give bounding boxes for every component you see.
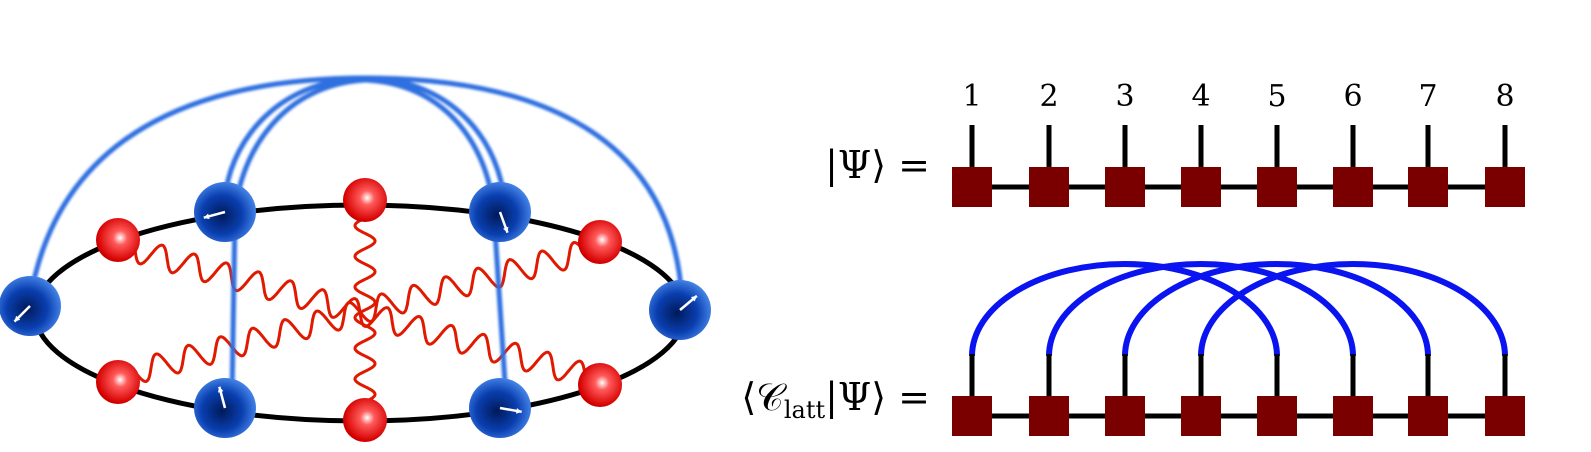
photon-wave-lines [133,216,587,404]
constraint-arc [1122,261,1431,357]
site-label: 8 [1495,79,1514,114]
spin-arrowhead-icon [217,386,224,393]
spin-arrowhead-icon [515,408,522,414]
photon-wave [353,216,377,404]
site-label: 7 [1418,79,1437,114]
mps-tensor [952,396,992,436]
particles [0,178,711,442]
red-particle [578,220,622,264]
mps-tensor [1408,396,1448,436]
mps-tensor [1029,396,1069,436]
site-label: 2 [1039,79,1058,114]
mps-tensor [1333,396,1373,436]
blue-spin-particle [0,276,61,336]
cavity-arc-right-2 [365,77,509,399]
red-particle [343,398,387,442]
red-particle [96,218,140,262]
spin-arrowhead-icon [690,295,697,302]
mps-tensor [1029,167,1069,207]
spin-arrowhead-icon [503,226,509,233]
overlap-label: ⟨𝒞latt|Ψ⟩ = [741,375,930,424]
site-label: 1 [962,79,981,114]
site-label: 4 [1191,79,1210,114]
site-label: 6 [1343,79,1362,114]
constraint-arc [1198,261,1508,357]
mps-tensor [1181,167,1221,207]
mps-tensor [1257,167,1297,207]
constraint-arc [1046,261,1356,357]
mps-tensor [1485,167,1525,207]
mps-tensor [952,167,992,207]
mps-tensor [1105,396,1145,436]
mps-tensor [1257,396,1297,436]
red-particle [96,360,140,404]
constraint-arc [969,261,1280,357]
red-particle [578,363,622,407]
spin-arrowhead-icon [203,213,210,220]
cavity-arc-left-1 [222,75,367,201]
mps-tensor [1333,167,1373,207]
site-label: 5 [1267,79,1286,114]
spin-arrowhead-icon [14,315,21,322]
mps-tensor [1105,167,1145,207]
red-particle [343,178,387,222]
site-label: 3 [1115,79,1134,114]
mps-tensor [1485,396,1525,436]
lattice-illustration [0,75,711,442]
mps-tensor [1181,396,1221,436]
mps-diagram: |Ψ⟩ = 1 2 3 4 5 6 7 8 [825,79,1525,207]
mps-tensor [1408,167,1448,207]
overlap-diagram: ⟨𝒞latt|Ψ⟩ = [741,261,1525,436]
cavity-arc-right-1 [365,75,507,201]
psi-label: |Ψ⟩ = [825,143,930,187]
